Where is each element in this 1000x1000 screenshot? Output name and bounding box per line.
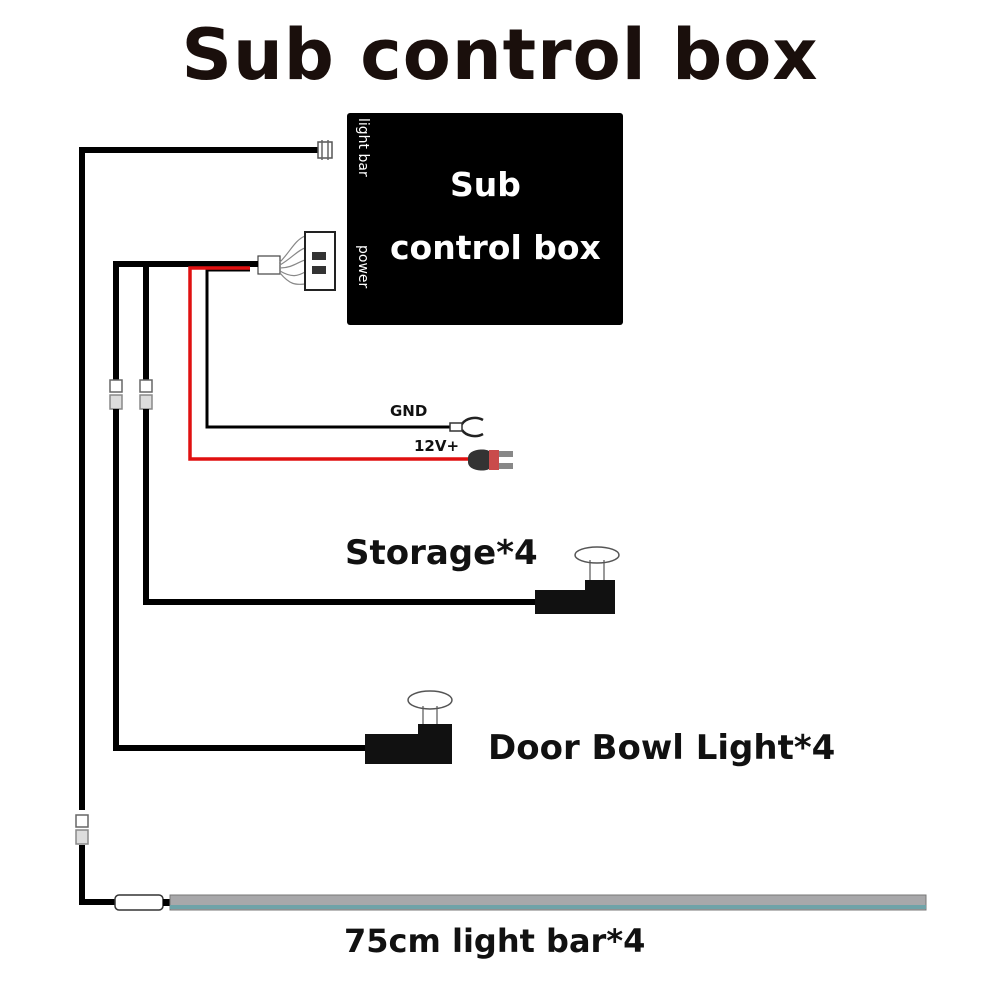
port-label-light-bar: light bar (355, 118, 371, 177)
light-bar-wire (79, 147, 318, 810)
power-harness-connector (257, 231, 336, 291)
gnd-label: GND (390, 402, 428, 420)
light-bar-label-tag (114, 894, 164, 911)
harness-wire-main (113, 261, 258, 380)
door-bowl-light-icon (365, 690, 453, 764)
12v-label: 12V+ (414, 437, 460, 455)
box-title-line2: control box (390, 228, 601, 267)
door-bowl-wire (113, 409, 365, 751)
light-bar-label: 75cm light bar*4 (344, 922, 646, 960)
light-bar-wire-lower (79, 845, 118, 905)
fuse-icon (468, 449, 513, 471)
inline-connector-storage (139, 379, 153, 410)
port-label-power: power (355, 245, 371, 289)
sub-control-box (347, 113, 623, 325)
red-12v-wire (188, 266, 470, 461)
light-bar-tube (169, 894, 927, 911)
door-bowl-light-label: Door Bowl Light*4 (488, 728, 836, 768)
storage-light-icon (535, 546, 620, 614)
inline-connector-door (109, 379, 123, 410)
gnd-fork-terminal-icon (449, 416, 484, 438)
inline-connector-light-bar (75, 814, 89, 845)
storage-label: Storage*4 (345, 533, 538, 573)
box-title-line1: Sub (450, 165, 521, 204)
light-bar-port-connector (317, 140, 333, 160)
storage-wire (143, 409, 540, 605)
page-title: Sub control box (181, 14, 819, 96)
gnd-wire (205, 268, 452, 429)
